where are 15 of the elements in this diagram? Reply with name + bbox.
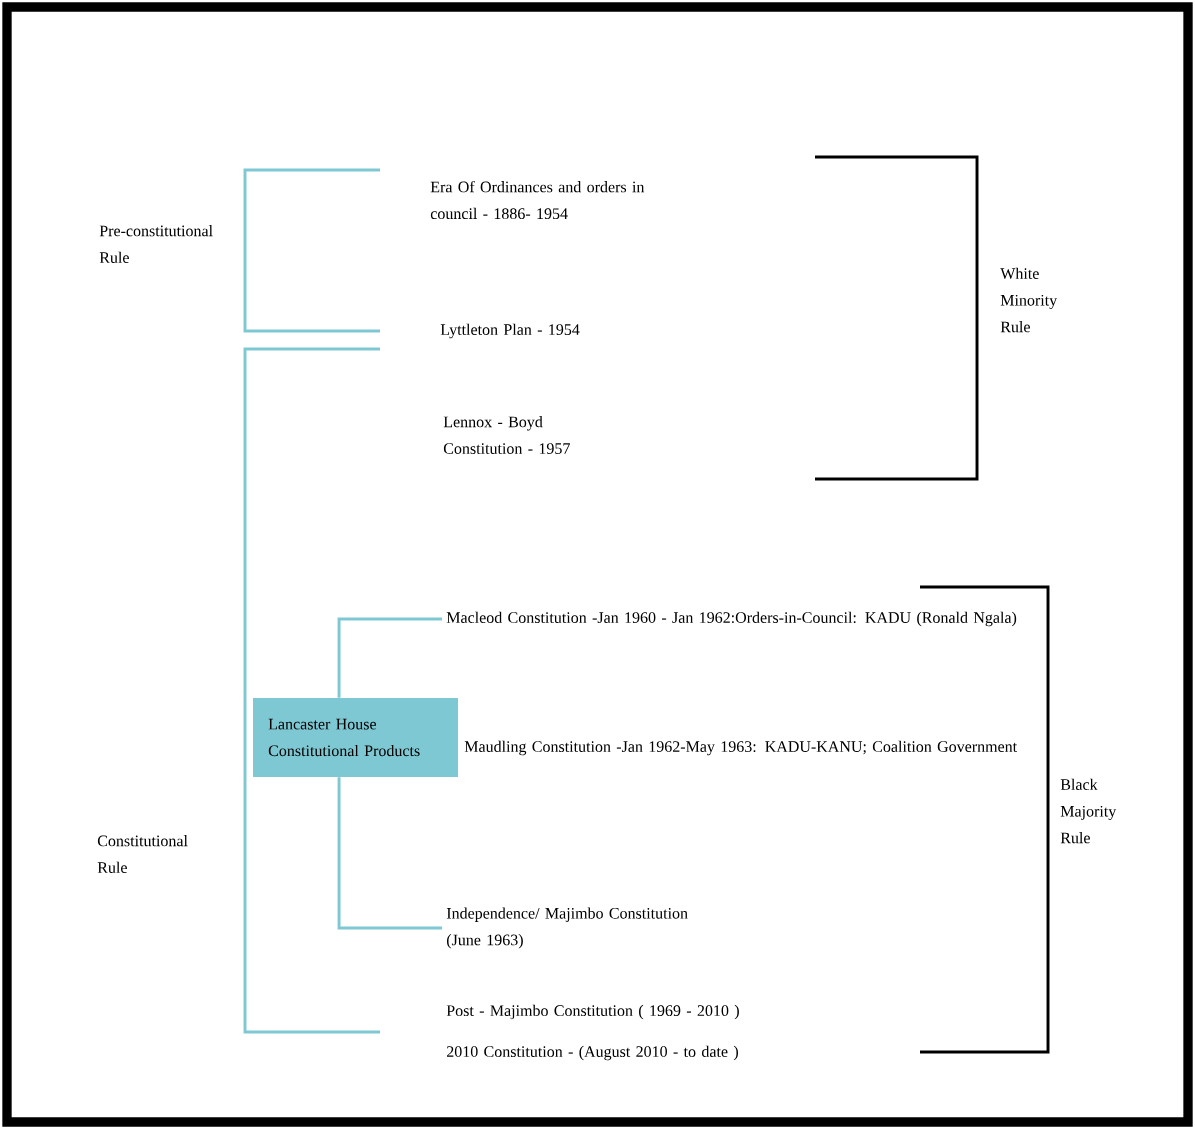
group-label: Pre-constitutional Rule <box>99 225 213 263</box>
connector <box>337 777 442 930</box>
connector <box>337 617 442 698</box>
period-label: Independence/ Majimbo Constitution (June 1963) <box>446 907 688 949</box>
period-label: Maudling Constitution -Jan 1962-May 1963: KADU-KANU; Coalition Government <box>464 740 1017 756</box>
group-label: Constitutional Rule <box>97 835 188 873</box>
period-label: Era Of Ordinances and orders in council - 1886- 1954 <box>430 180 645 220</box>
period-label: Lennox - Boyd Constitution - 1957 <box>443 416 570 454</box>
period-label: Macleod Constitution -Jan 1960 - Jan 1962:Orders-in-Council: KADU (Ronald Ngala) <box>446 611 1017 627</box>
group-box: Lancaster House Constitutional Products <box>253 698 458 777</box>
period-label: 2010 Constitution - (August 2010 - to date ) <box>447 1045 738 1061</box>
period-label: Lyttleton Plan - 1954 <box>440 323 580 339</box>
period-label: Post - Majimbo Constitution ( 1969 - 2010 ) <box>446 1004 739 1020</box>
group-label: Black Majority Rule <box>1060 778 1117 844</box>
group-label: White Minority Rule <box>1000 267 1058 333</box>
